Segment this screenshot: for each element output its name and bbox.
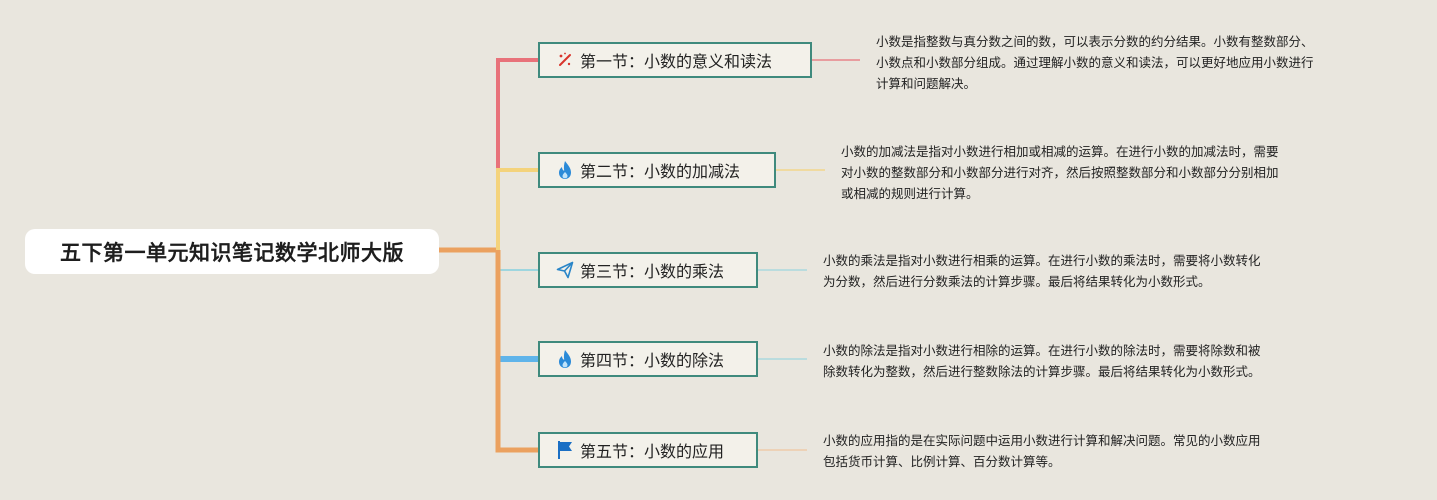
root-topic[interactable]: 五下第一单元知识笔记数学北师大版 <box>25 229 439 274</box>
branch-line-2 <box>496 168 538 250</box>
fire-icon <box>554 348 576 370</box>
topic-section-4[interactable]: 第四节：小数的除法 <box>538 341 758 377</box>
topic-label: 第二节：小数的加减法 <box>580 162 741 181</box>
branch-line-1 <box>496 58 538 168</box>
topic-section-1[interactable]: 第一节：小数的意义和读法 <box>538 42 812 78</box>
topic-label: 第四节：小数的除法 <box>580 351 725 370</box>
branch-line-5 <box>495 250 538 453</box>
note-section-4: 小数的除法是指对小数进行相除的运算。在进行小数的除法时，需要将除数和被 除数转化… <box>823 343 1261 379</box>
topic-section-2[interactable]: 第二节：小数的加减法 <box>538 152 776 188</box>
topic-label: 第一节：小数的意义和读法 <box>580 52 773 71</box>
note-section-1: 小数是指整数与真分数之间的数，可以表示分数的约分结果。小数有整数部分、 小数点和… <box>876 34 1314 91</box>
flag-icon <box>554 439 576 461</box>
note-section-2: 小数的加减法是指对小数进行相加或相减的运算。在进行小数的加减法时，需要 对小数的… <box>841 144 1279 201</box>
paper-plane-icon <box>554 259 576 281</box>
note-section-5: 小数的应用指的是在实际问题中运用小数进行计算和解决问题。常见的小数应用 包括货币… <box>823 433 1261 469</box>
sparkle-wand-icon <box>554 49 576 71</box>
topic-section-5[interactable]: 第五节：小数的应用 <box>538 432 758 468</box>
topic-label: 第五节：小数的应用 <box>580 442 725 461</box>
root-topic-label: 五下第一单元知识笔记数学北师大版 <box>60 240 404 265</box>
fire-icon <box>554 159 576 181</box>
topic-label: 第三节：小数的乘法 <box>580 262 725 281</box>
topic-section-3[interactable]: 第三节：小数的乘法 <box>538 252 758 288</box>
note-section-3: 小数的乘法是指对小数进行相乘的运算。在进行小数的乘法时，需要将小数转化 为分数，… <box>823 253 1261 289</box>
